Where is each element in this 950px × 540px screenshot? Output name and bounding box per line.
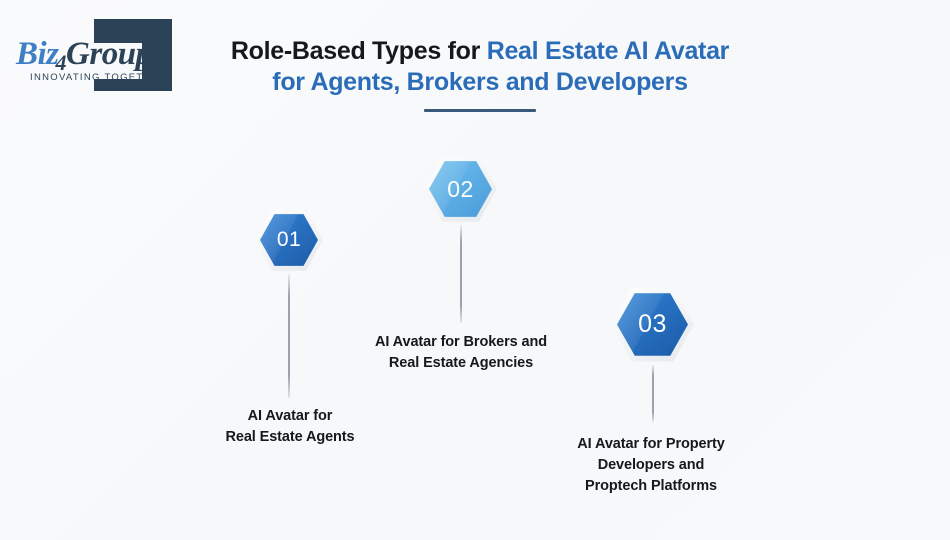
title-divider — [424, 109, 536, 112]
connector-line-01 — [288, 274, 290, 398]
hexagon-number-03: 03 — [638, 310, 667, 338]
logo-bracket-notch — [94, 43, 142, 79]
logo-text-four: 4 — [55, 50, 67, 75]
hexagon-inner-02 — [429, 161, 492, 217]
connector-line-03 — [652, 365, 654, 422]
logo-text-biz: Biz — [16, 36, 59, 72]
logo-text-group: Group — [66, 36, 152, 72]
connector-line-02 — [460, 225, 462, 323]
hexagon-badge-01: 01 — [255, 208, 323, 272]
title-line-1: Role-Based Types for Real Estate AI Avat… — [200, 36, 760, 67]
title-line-2: for Agents, Brokers and Developers — [272, 68, 688, 96]
step-label-03: AI Avatar for Property Developers and Pr… — [556, 434, 746, 497]
hexagon-number-01: 01 — [276, 228, 302, 251]
logo-wordmark: Biz4Group — [16, 36, 166, 76]
title-segment-dark: Role-Based Types for — [230, 37, 487, 65]
step-label-02-line-1: AI Avatar for Brokers and — [374, 334, 548, 350]
step-label-02: AI Avatar for Brokers and Real Estate Ag… — [351, 332, 571, 374]
step-label-03-line-1: AI Avatar for Property — [577, 436, 725, 452]
step-label-03-line-3: Proptech Platforms — [585, 478, 717, 494]
step-label-02-line-2: Real Estate Agencies — [388, 355, 534, 371]
title-segment-accent: Real Estate AI Avatar — [486, 37, 730, 65]
hexagon-number-02: 02 — [447, 175, 474, 202]
hexagon-badge-02: 02 — [424, 155, 497, 223]
step-label-01-line-2: Real Estate Agents — [225, 429, 355, 445]
page-title: Role-Based Types for Real Estate AI Avat… — [200, 36, 760, 112]
brand-logo: Biz4Group INNOVATING TOGETHER — [16, 16, 176, 92]
step-label-01: AI Avatar for Real Estate Agents — [175, 406, 405, 448]
step-label-01-line-1: AI Avatar for — [247, 408, 333, 424]
hexagon-badge-03: 03 — [611, 286, 694, 363]
logo-tagline: INNOVATING TOGETHER — [30, 72, 168, 83]
step-label-03-line-2: Developers and — [597, 457, 705, 473]
hexagon-sheen-02 — [429, 161, 492, 217]
